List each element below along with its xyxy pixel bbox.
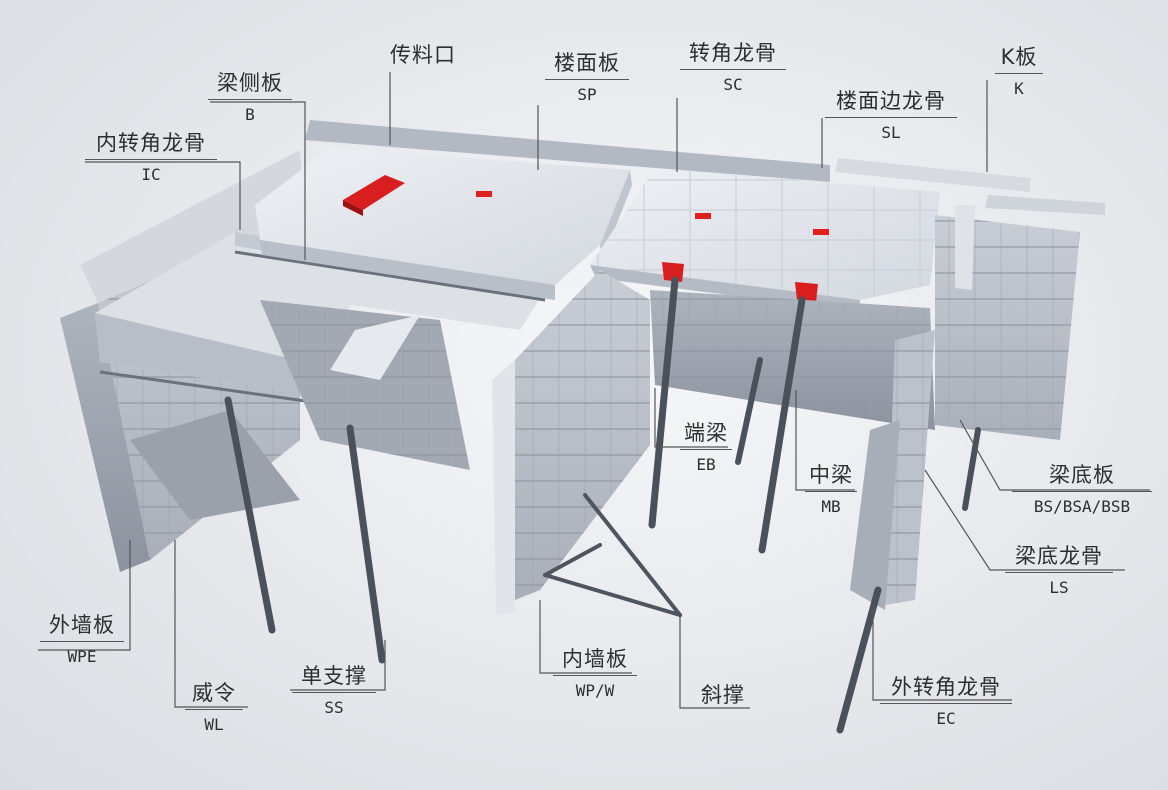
label-wai-zhuan-jiao-long-gu: 外转角龙骨 EC: [880, 674, 1012, 730]
diagonal-brace: [543, 493, 682, 617]
label-lou-mian-bian-long-gu: 楼面边龙骨 SL: [825, 88, 957, 144]
label-code: EC: [936, 709, 956, 728]
label-text: 梁底板: [1049, 463, 1115, 487]
label-text: 威令: [192, 681, 236, 705]
label-text: 外墙板: [49, 613, 115, 637]
label-text: 梁侧板: [217, 71, 283, 95]
single-props: [224, 276, 981, 734]
inner-wall-panel-left: [130, 300, 470, 520]
label-text: 梁底龙骨: [1015, 544, 1103, 568]
label-code: LS: [1049, 578, 1069, 597]
label-text: 内墙板: [562, 647, 628, 671]
leader-lines: [38, 72, 1150, 709]
label-text: 单支撑: [301, 664, 367, 688]
label-text: 端梁: [684, 421, 728, 445]
label-chuan-liao-kou: 传料口: [390, 42, 456, 68]
label-dan-zhi-cheng: 单支撑 SS: [292, 663, 376, 719]
outer-corner-keel: [850, 330, 935, 610]
label-k-ban: K板 K: [995, 44, 1043, 100]
red-marker: [476, 191, 492, 197]
label-text: 转角龙骨: [689, 41, 777, 65]
k-panel: [835, 158, 1105, 215]
label-nei-qiang-ban: 内墙板 WP/W: [553, 646, 637, 702]
label-liang-di-long-gu: 梁底龙骨 LS: [1005, 543, 1113, 599]
label-code: SS: [324, 698, 344, 717]
label-code: SL: [881, 123, 901, 142]
label-code: IC: [141, 165, 161, 184]
label-code: WPE: [67, 647, 97, 666]
label-text: 楼面板: [554, 51, 620, 75]
label-code: EB: [696, 455, 716, 474]
label-text: 楼面边龙骨: [836, 89, 946, 113]
label-duan-liang: 端梁 EB: [680, 420, 732, 476]
label-code: BS/BSA/BSB: [1033, 497, 1131, 516]
label-code: WP/W: [575, 681, 615, 700]
label-code: WL: [204, 715, 224, 734]
label-liang-ce-ban: 梁侧板 B: [208, 70, 292, 126]
label-text: K板: [1000, 45, 1038, 69]
label-code: B: [245, 105, 255, 124]
label-liang-di-ban: 梁底板 BS/BSA/BSB: [1012, 462, 1152, 518]
floor-slab-left: [255, 120, 830, 300]
label-text: 传料口: [390, 43, 456, 67]
label-wai-qiang-ban: 外墙板 WPE: [40, 612, 124, 668]
label-text: 外转角龙骨: [891, 675, 1001, 699]
label-xie-cheng: 斜撑: [695, 682, 751, 708]
label-text: 斜撑: [701, 683, 745, 707]
label-code: SC: [723, 75, 743, 94]
inner-wall-panel: [492, 270, 650, 615]
label-text: 中梁: [809, 463, 853, 487]
label-text: 内转角龙骨: [96, 131, 206, 155]
material-port: [343, 175, 405, 216]
label-zhong-liang: 中梁 MB: [805, 462, 857, 518]
floor-slab-right: [590, 168, 940, 312]
label-code: SP: [577, 85, 597, 104]
label-code: K: [1014, 79, 1024, 98]
label-nei-zhuan-jiao-long-gu: 内转角龙骨 IC: [85, 130, 217, 186]
label-wei-ling: 威令 WL: [185, 680, 243, 736]
label-lou-mian-ban: 楼面板 SP: [545, 50, 629, 106]
label-zhuan-jiao-long-gu: 转角龙骨 SC: [680, 40, 786, 96]
label-code: MB: [821, 497, 841, 516]
